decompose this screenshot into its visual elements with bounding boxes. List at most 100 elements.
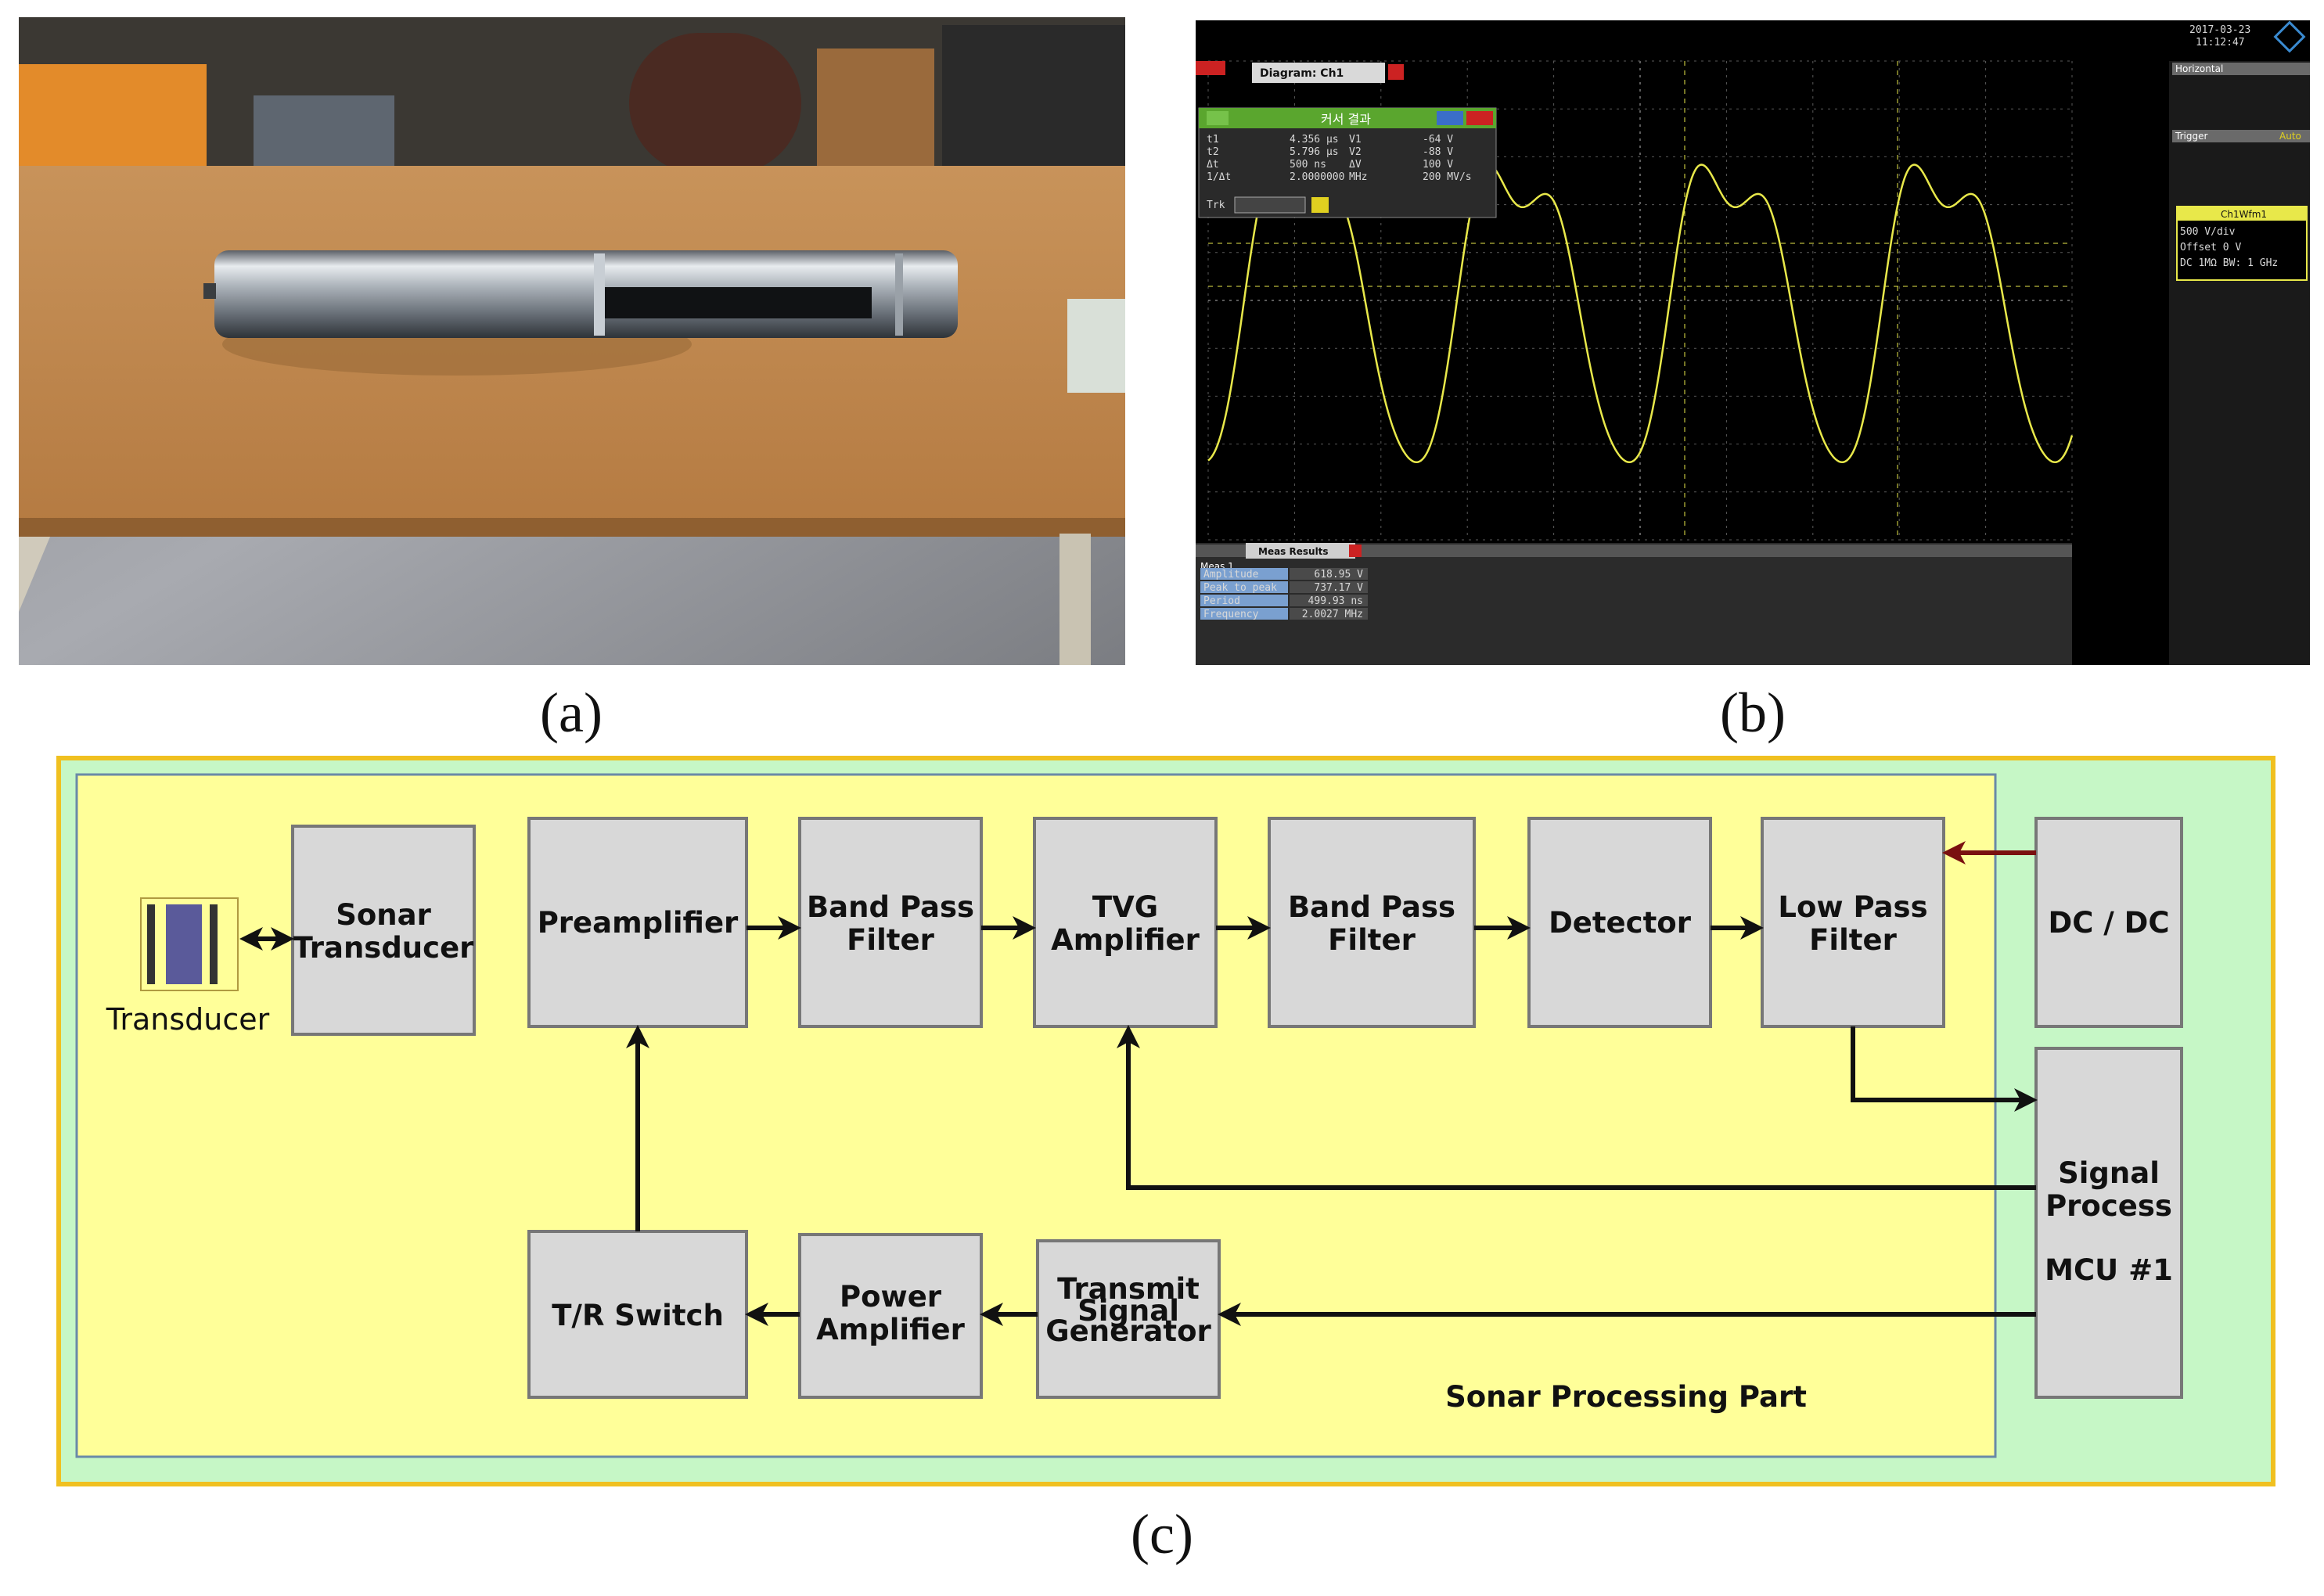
tr-switch-block: T/R Switch bbox=[527, 1230, 748, 1399]
horizontal-panel-title: Horizontal bbox=[2175, 63, 2223, 74]
svg-text:Amplifier: Amplifier bbox=[1051, 923, 1200, 957]
power-amplifier-block: Power Amplifier bbox=[798, 1233, 983, 1399]
meas-row-value: 737.17 V bbox=[1314, 582, 1363, 594]
sonar-device-photo bbox=[19, 17, 1125, 665]
meas-row-value-bg bbox=[1290, 568, 1368, 580]
svg-text:Process: Process bbox=[2045, 1189, 2172, 1223]
svg-text:DC / DC: DC / DC bbox=[2048, 906, 2169, 940]
cursor-value: MHz bbox=[1349, 171, 1367, 183]
meas-row-label-bg bbox=[1200, 608, 1288, 620]
meas-row-label: Period bbox=[1203, 595, 1240, 607]
channel-info-box: Ch1Wfm1 500 V/div Offset 0 V DC 1MΩ BW: … bbox=[2176, 206, 2308, 281]
scope-tab-label: Diagram: Ch1 bbox=[1260, 67, 1344, 80]
cursor-value: Δt bbox=[1207, 159, 1219, 171]
cursor-value: 5.796 µs bbox=[1290, 146, 1339, 158]
oscilloscope-screen: Diagram: Ch1 커서 결과 t1 4.356 µs V1 -64 V t2 5.… bbox=[1196, 20, 2310, 665]
transmit-signal-generator-block: Transmit Signal Generator bbox=[1036, 1239, 1221, 1399]
channel-row-2: Offset 0 V bbox=[2180, 242, 2241, 253]
meas-row-label-bg bbox=[1200, 581, 1288, 593]
svg-text:Transmit: Transmit bbox=[1057, 1272, 1200, 1306]
scope-waveform bbox=[1207, 164, 2074, 464]
channel-title: Ch1Wfm1 bbox=[2221, 209, 2267, 220]
dc-dc-block: DC / DC bbox=[2034, 817, 2183, 1028]
cursor-value: ΔV bbox=[1349, 159, 1362, 171]
cursor-dialog-title: 커서 결과 bbox=[1321, 112, 1371, 127]
arrow-lpf-to-mcu bbox=[1851, 1026, 2038, 1112]
cursor-value: t2 bbox=[1207, 146, 1219, 158]
meas-row-label: Amplitude bbox=[1203, 569, 1259, 581]
svg-text:Band Pass: Band Pass bbox=[807, 890, 974, 924]
meas-tab-label: Meas Results bbox=[1258, 546, 1329, 557]
caption-a: (a) bbox=[540, 681, 603, 744]
close-icon[interactable] bbox=[1388, 64, 1404, 80]
meas-row-label: Frequency bbox=[1203, 609, 1259, 620]
svg-text:Preamplifier: Preamplifier bbox=[538, 906, 739, 940]
svg-text:Filter: Filter bbox=[1809, 923, 1897, 957]
svg-text:Power: Power bbox=[840, 1280, 942, 1314]
cursor-value: -64 V bbox=[1423, 134, 1453, 146]
scope-run-indicator bbox=[1196, 61, 1225, 75]
channel-row-3: DC 1MΩ BW: 1 GHz bbox=[2180, 257, 2278, 269]
svg-text:Transducer: Transducer bbox=[293, 931, 475, 965]
cursor-toggle-icon[interactable] bbox=[1311, 197, 1329, 213]
trigger-mode: Auto bbox=[2279, 131, 2301, 142]
band-pass-filter-1-block: Band Pass Filter bbox=[798, 817, 983, 1028]
svg-text:Filter: Filter bbox=[1328, 923, 1416, 957]
svg-text:Band Pass: Band Pass bbox=[1288, 890, 1455, 924]
block-diagram-svg: Transducer Sonar Transducer Preamplifier… bbox=[56, 756, 2275, 1486]
oscilloscope-display: Diagram: Ch1 커서 결과 t1 4.356 µs V1 -64 V t2 5.… bbox=[1196, 20, 2310, 665]
cursor-value: V2 bbox=[1349, 146, 1362, 158]
svg-text:Generator: Generator bbox=[1045, 1314, 1211, 1348]
channel-row-1: 500 V/div bbox=[2180, 226, 2236, 238]
scope-diagram-tab[interactable] bbox=[1252, 63, 1385, 83]
cursor-type-selector[interactable] bbox=[1234, 196, 1306, 214]
meas-row-value: 618.95 V bbox=[1314, 569, 1363, 581]
caption-b: (b) bbox=[1720, 681, 1786, 744]
svg-text:Sonar: Sonar bbox=[336, 898, 431, 932]
detector-block: Detector bbox=[1527, 817, 1712, 1028]
meas-row-value-bg bbox=[1290, 581, 1368, 593]
cursor-value: 500 ns bbox=[1290, 159, 1326, 171]
transducer-icon bbox=[140, 897, 239, 991]
svg-text:MCU #1: MCU #1 bbox=[2045, 1253, 2173, 1287]
close-meas-icon[interactable] bbox=[1349, 545, 1362, 557]
cursor-results-dialog: 커서 결과 t1 4.356 µs V1 -64 V t2 5.796 µs V2 -88 V… bbox=[1198, 107, 1497, 218]
preamplifier-block: Preamplifier bbox=[527, 817, 748, 1028]
signal-process-mcu-block: Signal Process MCU #1 bbox=[2034, 1047, 2183, 1399]
meas-row-label: Peak to peak bbox=[1203, 582, 1277, 594]
logo-icon bbox=[2273, 20, 2306, 53]
svg-text:TVG: TVG bbox=[1092, 890, 1158, 924]
scope-date: 2017-03-23 bbox=[2189, 24, 2250, 36]
sonar-transducer-block: Sonar Transducer bbox=[291, 825, 476, 1036]
cursor-value: 2.0000000 bbox=[1290, 171, 1344, 183]
meas-row-label-bg bbox=[1200, 595, 1288, 606]
cursor-value: V1 bbox=[1349, 134, 1362, 146]
svg-text:Signal: Signal bbox=[2058, 1156, 2160, 1190]
transducer-label: Transducer bbox=[106, 1002, 270, 1037]
sonar-block-diagram: Transducer Sonar Transducer Preamplifier… bbox=[56, 756, 2275, 1486]
scope-time: 11:12:47 bbox=[2196, 37, 2245, 49]
svg-text:Signal: Signal bbox=[1077, 1294, 1179, 1328]
caption-c: (c) bbox=[1131, 1503, 1193, 1565]
photo-illustration bbox=[19, 17, 1125, 665]
cursor-value: 200 MV/s bbox=[1423, 171, 1472, 183]
zoom-icon[interactable] bbox=[1207, 111, 1229, 125]
meas-row-value: 2.0027 MHz bbox=[1302, 609, 1363, 620]
meas-row-value-bg bbox=[1290, 608, 1368, 620]
cursor-value: 4.356 µs bbox=[1290, 134, 1339, 146]
low-pass-filter-block: Low Pass Filter bbox=[1761, 817, 1945, 1028]
meas-row-value: 499.93 ns bbox=[1308, 595, 1363, 607]
band-pass-filter-2-block: Band Pass Filter bbox=[1268, 817, 1476, 1028]
arrow-mcu-to-tvg bbox=[1117, 1025, 2036, 1190]
sonar-processing-part-label: Sonar Processing Part bbox=[1445, 1380, 1807, 1414]
close-dialog-icon[interactable] bbox=[1466, 111, 1493, 125]
cursor-track-label: Trk bbox=[1207, 200, 1225, 211]
svg-text:Low Pass: Low Pass bbox=[1778, 890, 1927, 924]
meas-results-tab[interactable] bbox=[1246, 543, 1355, 559]
cursor-value: t1 bbox=[1207, 134, 1219, 146]
minimize-icon[interactable] bbox=[1437, 111, 1463, 125]
meas-row-label-bg bbox=[1200, 568, 1288, 580]
cursor-value: 100 V bbox=[1423, 159, 1453, 171]
svg-text:Amplifier: Amplifier bbox=[816, 1313, 966, 1346]
cursor-value: -88 V bbox=[1423, 146, 1453, 158]
